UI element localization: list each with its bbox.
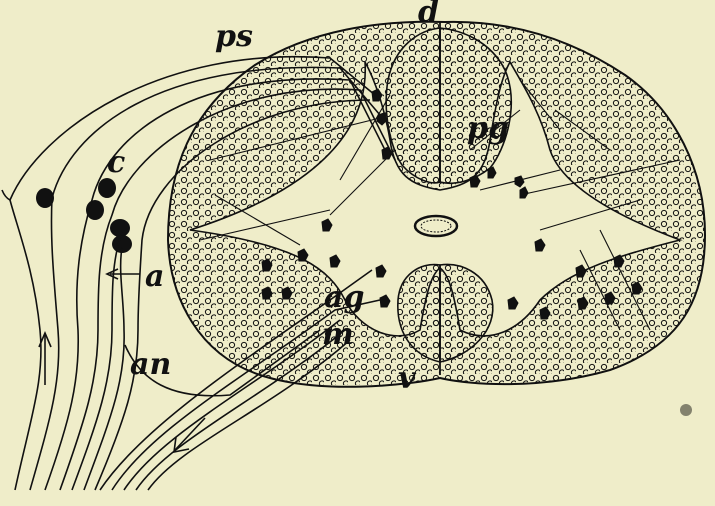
label-c: c (107, 148, 125, 178)
label-v: v (398, 364, 415, 394)
label-m: m (322, 320, 354, 350)
label-d: d (418, 0, 439, 28)
label-pg: pg (467, 114, 509, 144)
label-ag: ag (324, 283, 364, 313)
label-ps: ps (215, 22, 253, 52)
ganglion-cells (36, 178, 132, 253)
label-an: an (130, 350, 171, 380)
label-a: a (145, 262, 164, 292)
